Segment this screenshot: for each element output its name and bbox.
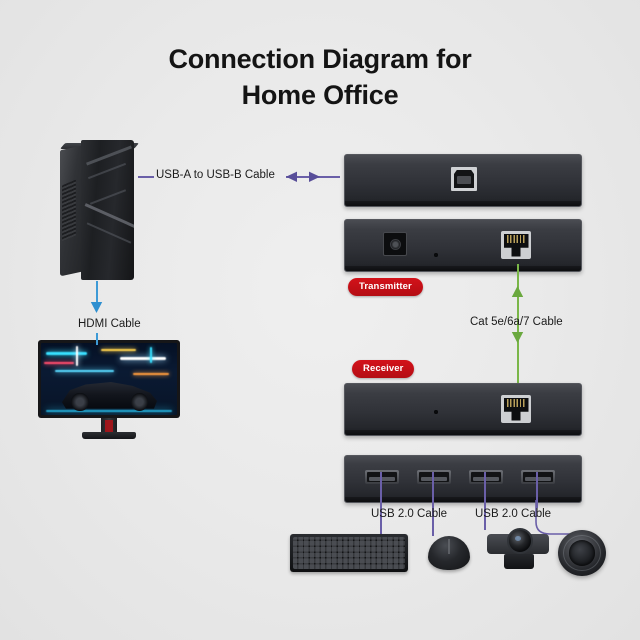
label-usb-a-to-usb-b: USB-A to USB-B Cable [156,169,275,181]
page-title-line-1: Connection Diagram for [168,44,472,74]
transmitter-back-device [344,219,582,272]
status-led [434,410,438,414]
usb-b-port[interactable] [451,167,477,191]
usb-a-port-2[interactable] [417,470,451,484]
monitor [38,340,180,440]
pc-tower [60,140,140,280]
usb-cable-line-mouse [432,472,434,536]
page-title-line-2: Home Office [241,79,399,110]
hdmi-cable-line-lower [96,333,98,345]
usb-a-b-double-arrow [286,171,320,182]
cat-cable-arrow-up [511,286,524,297]
pc-tower-vent [62,179,76,242]
transmitter-front-device [344,154,582,207]
label-usb-2-0-cable-right: USB 2.0 Cable [475,508,552,520]
receiver-badge: Receiver [352,360,415,378]
monitor-bezel [38,340,180,418]
rj45-ethernet-port-transmitter[interactable] [501,231,531,259]
label-usb-2-0-cable-left: USB 2.0 Cable [371,508,448,520]
cat-cable-line [517,264,519,386]
usb-cable-line-webcam [484,472,486,530]
hdmi-arrow-down [90,302,103,313]
pc-accent-stripe [87,162,127,180]
usb-cable-line-speakerphone-vert [536,472,538,508]
rj45-ethernet-port-receiver[interactable] [501,395,531,423]
pc-tower-side-panel [60,145,82,277]
speakerphone-ring [562,534,602,572]
usb-cable-curve-speakerphone [535,500,576,535]
status-led [434,253,438,257]
pc-tower-front-panel [81,140,134,280]
webcam-lens [507,528,533,554]
keyboard-keys [293,537,405,569]
page-title: Connection Diagram for Home Office [0,42,640,113]
cat-cable-arrow-down [511,332,524,343]
mouse [428,536,470,570]
label-cat-cable: Cat 5e/6a/7 Cable [470,316,563,328]
monitor-stand-base [82,432,136,439]
transmitter-badge: Transmitter [348,278,423,296]
monitor-stand-accent [105,420,113,433]
speakerphone [558,530,606,576]
label-hdmi-cable: HDMI Cable [78,318,141,330]
usb-a-b-cable-line-left [138,176,154,178]
hdmi-cable-line-upper [96,281,98,307]
receiver-front-usb-hub [344,455,582,503]
usb-a-port-4[interactable] [521,470,555,484]
pc-accent-stripe [86,222,132,244]
usb-a-port-3[interactable] [469,470,503,484]
keyboard [290,534,408,572]
receiver-back-device [344,383,582,436]
webcam-mount [504,554,534,569]
dc-power-jack[interactable] [383,232,407,256]
usb-cable-line-keyboard [380,472,382,536]
pc-accent-stripe [89,189,127,205]
usb-a-port-1[interactable] [365,470,399,484]
monitor-screen [41,343,177,415]
webcam [487,528,549,572]
